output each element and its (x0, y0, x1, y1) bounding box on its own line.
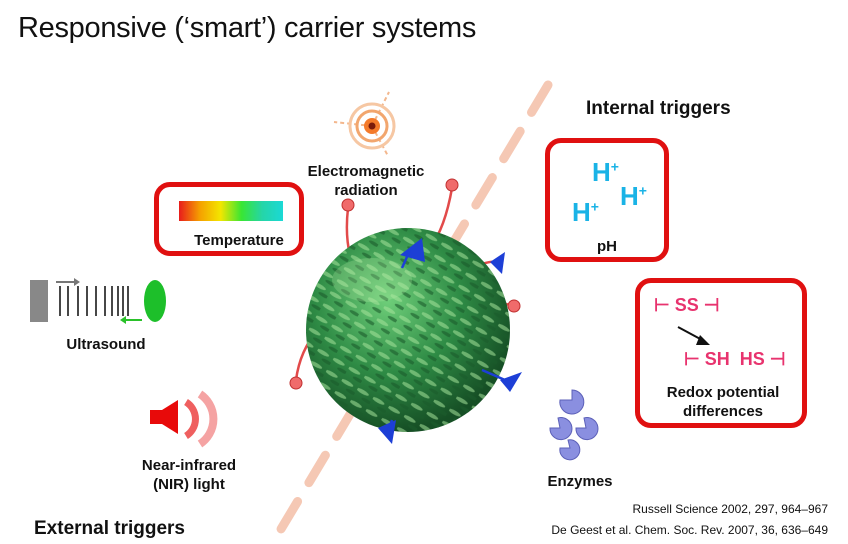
internal-triggers-heading: Internal triggers (586, 98, 731, 119)
reference-2: De Geest et al. Chem. Soc. Rev. 2007, 36… (551, 523, 828, 537)
slide-title: Responsive (‘smart’) carrier systems (18, 12, 477, 44)
proton-symbol-letter: H (572, 197, 591, 227)
redox-arrow-icon (677, 326, 710, 345)
electromagnetic-radiation-icon (333, 91, 396, 157)
ultrasound-icon (30, 278, 166, 324)
electromagnetic-radiation-label: Electromagnetic radiation (307, 163, 425, 199)
proton-charge: + (638, 182, 647, 199)
disulfide-text: SS (674, 295, 699, 315)
proton-symbol-letter: H (592, 157, 611, 187)
temperature-box: Temperature (154, 182, 304, 256)
proton-symbol: H+ (572, 197, 599, 228)
temperature-gradient-bar (179, 201, 283, 221)
bond-right-mark: ⊣ (769, 349, 786, 369)
ultrasound-label: Ultrasound (66, 336, 146, 353)
thiol-right-text: HS (739, 349, 765, 369)
proton-charge: + (590, 198, 599, 215)
bond-left-mark: ⊢ (654, 295, 670, 315)
proton-symbol: H+ (620, 181, 647, 212)
enzymes-icon (549, 389, 599, 461)
disulfide-bond: ⊢ SS ⊣ (654, 295, 719, 316)
external-triggers-heading: External triggers (34, 518, 185, 539)
nir-light-icon (150, 390, 218, 448)
thiol-groups: ⊢ SH HS ⊣ (684, 349, 785, 370)
nir-light-label: Near-infrared (NIR) light (141, 457, 237, 493)
bond-right-mark: ⊣ (703, 295, 720, 315)
ph-box: H+ H+ H+ pH (545, 138, 669, 262)
redox-label: Redox potential differences (666, 384, 780, 420)
enzymes-label: Enzymes (547, 473, 613, 490)
proton-symbol: H+ (592, 157, 619, 188)
bond-left-mark: ⊢ (684, 349, 700, 369)
ph-label: pH (597, 238, 617, 255)
thiol-left-text: SH (704, 349, 730, 369)
reference-1: Russell Science 2002, 297, 964–967 (632, 502, 828, 516)
temperature-label: Temperature (194, 232, 284, 249)
proton-symbol-letter: H (620, 181, 639, 211)
proton-charge: + (610, 158, 619, 175)
redox-box: ⊢ SS ⊣ ⊢ SH HS ⊣ Redox potential differe… (635, 278, 807, 428)
